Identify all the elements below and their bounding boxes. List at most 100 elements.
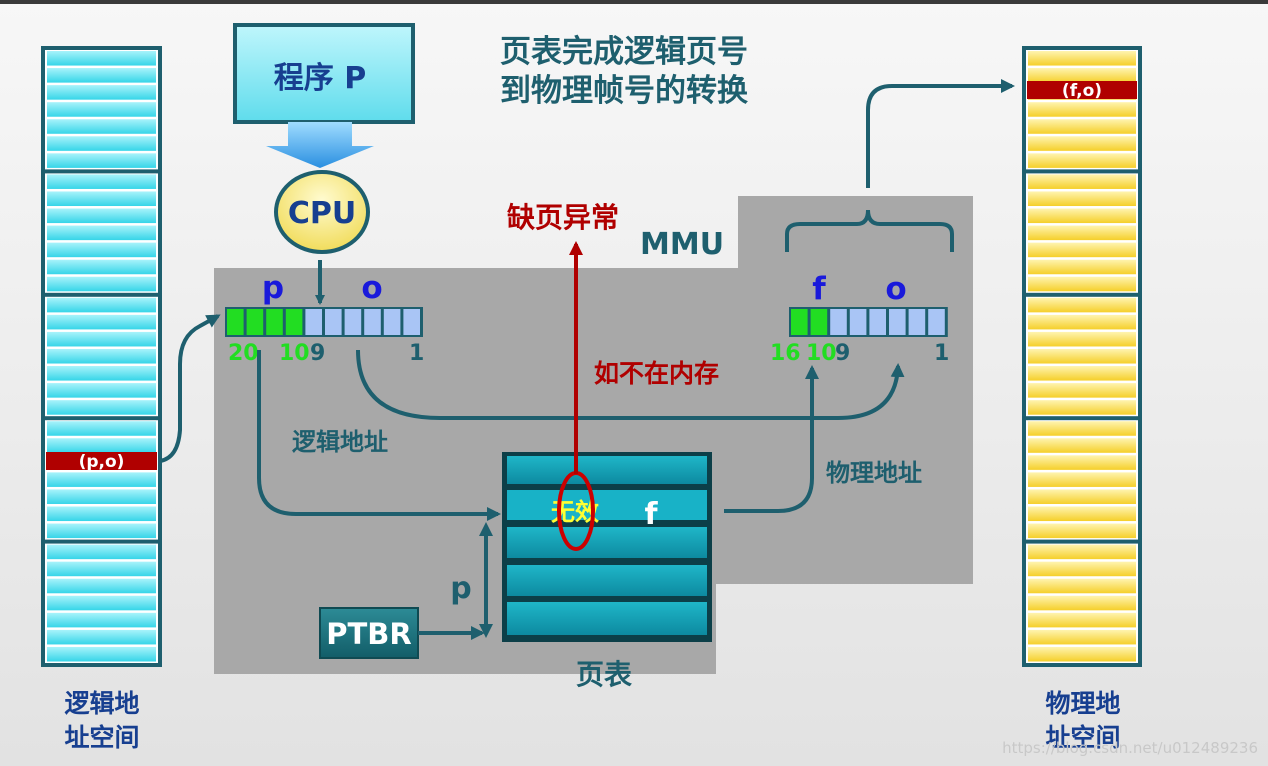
physical-reg-o-label: o (885, 271, 906, 307)
physical-space-cell (1028, 578, 1136, 594)
logical-space-cell (47, 595, 156, 611)
cpu-label: CPU (288, 196, 356, 231)
physical-space-cell (1028, 595, 1136, 611)
logical-space-cell (47, 331, 156, 347)
physical-space-cell (1028, 544, 1136, 560)
logical-space-cell (47, 421, 156, 436)
physical-space-cell (1028, 455, 1136, 470)
logical-space-highlight-row (46, 452, 157, 470)
logical-bit-1: 1 (409, 341, 424, 366)
physical-space-cell (1028, 225, 1136, 241)
logical-space-cell (47, 578, 156, 594)
physical-space-cell (1028, 174, 1136, 189)
page-table-entry (507, 456, 707, 484)
page-table-entry (507, 565, 707, 596)
page-table-entry (507, 490, 707, 520)
logical-space-label-line1: 逻辑地 (64, 689, 139, 718)
physical-bit-10: 10 (806, 341, 837, 366)
logical-space-cell (47, 472, 156, 487)
physical-space-cell (1028, 489, 1136, 504)
page-fault-label: 缺页异常 (507, 201, 619, 234)
physical-space-cell (1028, 438, 1136, 453)
logical-address-space: (p,o) (41, 46, 162, 667)
logical-space-cell (47, 85, 156, 100)
physical-space-cell (1028, 314, 1136, 330)
logical-space-cell (47, 68, 156, 83)
physical-register-page-bit (791, 309, 808, 335)
logical-space-to-register-arrow (159, 314, 221, 463)
logical-space-cell (47, 136, 156, 151)
logical-bit-20: 20 (228, 341, 259, 366)
logical-space-cell (47, 51, 156, 66)
physical-space-cell (1028, 421, 1136, 436)
physical-space-cell (1028, 102, 1136, 117)
logical-address-register (225, 307, 423, 337)
offset-copy-arrow (356, 349, 905, 420)
p-offset-arrowhead-top (479, 522, 493, 536)
logical-space-cell (47, 314, 156, 330)
physical-space-cell (1028, 136, 1136, 151)
logical-space-cell (47, 119, 156, 134)
physical-bit-16: 16 (770, 341, 801, 366)
logical-bit-10: 10 (279, 341, 310, 366)
not-in-memory-label: 如不在内存 (594, 359, 719, 388)
physical-space-cell (1028, 51, 1136, 66)
physical-space-cell (1028, 242, 1136, 258)
logical-reg-o-label: o (361, 270, 382, 306)
program-label: 程序 P (274, 61, 366, 96)
page-table-frame-label: f (644, 497, 658, 532)
physical-space-cell (1028, 191, 1136, 207)
physical-address-label: 物理地址 (826, 459, 922, 487)
ptbr-register (319, 607, 419, 659)
logical-register-page-bit (285, 309, 303, 335)
physical-space-cell (1028, 523, 1136, 539)
physical-space-cell (1028, 561, 1136, 577)
physical-bit-9: 9 (835, 341, 850, 366)
cpu-node (274, 170, 370, 254)
physical-space-cell (1028, 208, 1136, 224)
logical-space-cell (47, 523, 156, 539)
logical-space-cell (47, 612, 156, 628)
physical-reg-f-label: f (812, 271, 826, 307)
ptbr-label: PTBR (326, 617, 411, 651)
logical-space-cell (47, 629, 156, 645)
logical-register-page-bit (246, 309, 264, 335)
physical-space-cell (1028, 348, 1136, 364)
logical-space-cell (47, 438, 156, 453)
logical-space-cell (47, 297, 156, 313)
physical-space-cell (1028, 276, 1136, 292)
logical-register-offset-bit (403, 309, 420, 335)
logical-register-page-bit (266, 309, 283, 335)
physical-bit-1: 1 (934, 341, 949, 366)
logical-space-cell (47, 242, 156, 258)
p-offset-arrowhead-bottom (479, 624, 493, 638)
watermark-text: https://blog.csdn.net/u012489236 (1002, 739, 1258, 757)
diagram-title-line2: 到物理帧号的转换 (500, 73, 748, 109)
logical-space-cell (47, 208, 156, 224)
p-offset-label: p (450, 571, 471, 606)
physical-space-cell (1028, 153, 1136, 168)
physical-space-cell (1028, 472, 1136, 487)
logical-space-segment-divider (43, 539, 160, 544)
physical-register-brace (785, 209, 954, 252)
page-number-arrow (257, 350, 501, 521)
logical-space-cell (47, 191, 156, 207)
logical-register-page-bit (227, 309, 244, 335)
logical-space-cell (47, 225, 156, 241)
brace-to-physical-memory-arrow (866, 79, 1015, 188)
logical-space-cell (47, 544, 156, 560)
logical-space-cell (47, 561, 156, 577)
physical-space-cell (1028, 259, 1136, 275)
physical-space-cell (1028, 119, 1136, 134)
physical-space-cell (1028, 506, 1136, 522)
logical-space-cell (47, 174, 156, 189)
physical-register-page-bit (810, 309, 828, 335)
logical-space-cell (47, 348, 156, 364)
logical-space-cell (47, 276, 156, 292)
physical-register-offset-bit (830, 309, 847, 335)
logical-space-cell (47, 153, 156, 168)
physical-space-cell (1028, 646, 1136, 662)
logical-bit-9: 9 (310, 341, 325, 366)
physical-space-label-line2: 址空间 (1045, 723, 1120, 752)
